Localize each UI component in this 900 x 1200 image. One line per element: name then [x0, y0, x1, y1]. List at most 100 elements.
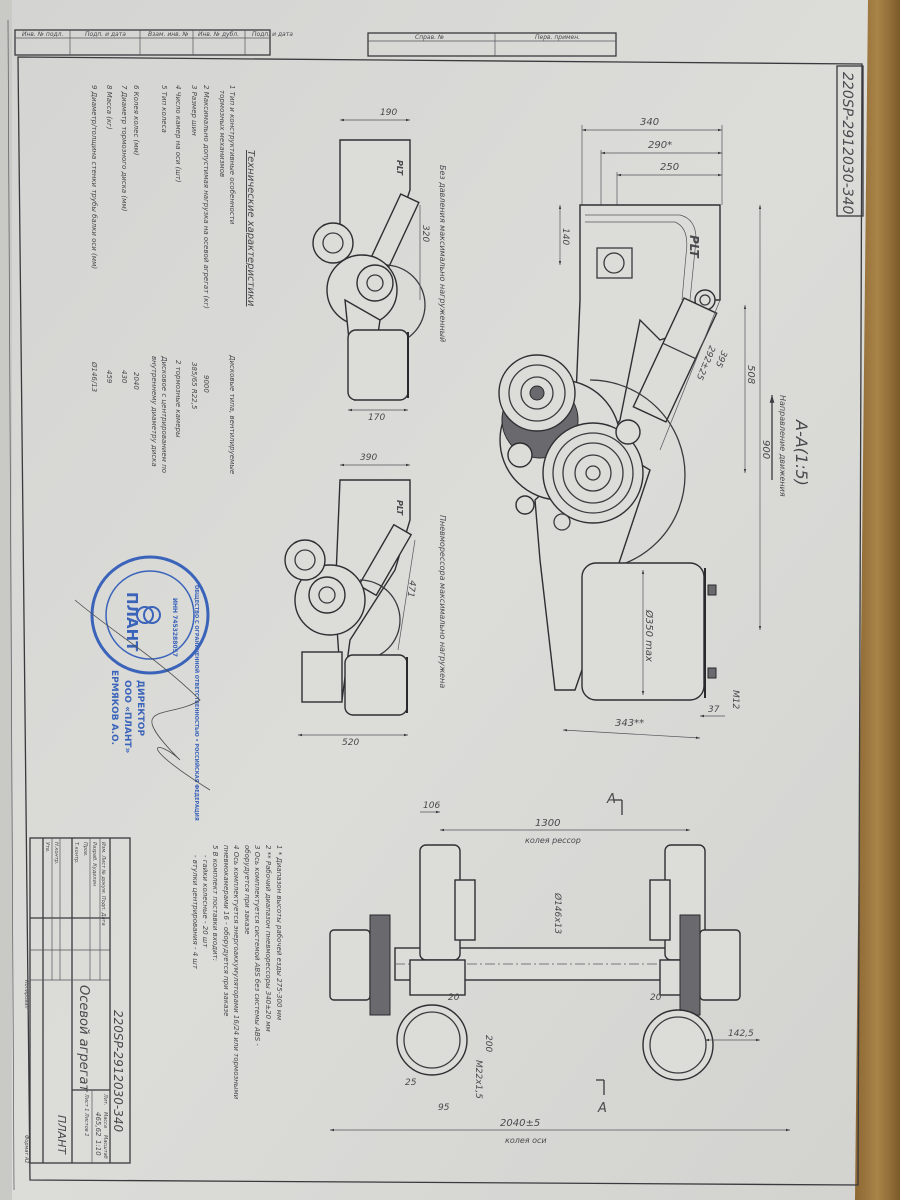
shock-absorber: [632, 297, 718, 423]
dim-106: 106: [423, 801, 440, 811]
pipe-dim: Ø146х13: [552, 892, 563, 934]
copied-label: Копировал: [23, 980, 29, 1009]
section-mark-bottom: A: [597, 1101, 607, 1116]
dim-140: 140: [560, 228, 570, 245]
spec-label: 9 Диаметр/толщина стенки трубы балки оси…: [90, 85, 98, 269]
plt-logo: PLT: [395, 500, 404, 516]
header-table-left: Инв. № подл. Подп. и дата Взам. инв. № И…: [14, 29, 293, 56]
brake-disc: [589, 379, 686, 571]
flange-left: [396, 1004, 468, 1076]
dim-170: 170: [368, 413, 385, 423]
title-block-code: 220SP-2912030-340: [111, 1010, 125, 1132]
note: 2 ** Рабочий диапазон пневморессоры 340±…: [264, 845, 272, 1033]
dim-390: 390: [360, 453, 377, 463]
technical-specifications: Технические характеристики 1 Тип и конст…: [90, 85, 256, 474]
spec-value: внутреннему диаметру диска: [150, 356, 158, 467]
title-block-scale: 1:10: [94, 1140, 102, 1156]
dim-520: 520: [342, 738, 359, 748]
spec-value: 9000: [202, 375, 210, 393]
title-block-company: ПЛАНТ: [55, 1115, 68, 1155]
title-block-name: Осевой агрегат: [76, 985, 91, 1092]
view-caption: Пневморессора максимально нагружена: [438, 515, 447, 688]
stamp-ring-text: ОБЩЕСТВО С ОГРАНИЧЕННОЙ ОТВЕТСТВЕННОСТЬЮ…: [193, 585, 201, 821]
spec-value: 385/65 R22,5: [190, 362, 198, 410]
flange-right: [642, 1009, 714, 1081]
format-label: Формат A2: [23, 1135, 29, 1163]
dim-350: Ø350 max: [643, 609, 655, 662]
stamp-name: ЕРМЯКОВ А.О.: [109, 670, 119, 745]
spec-label: 2 Максимально допустимая нагрузка на осе…: [202, 85, 210, 309]
spec-label: тормозных механизмов: [218, 90, 226, 177]
dim-1300: 1300: [535, 818, 560, 829]
header-cell: Взам. инв. №: [148, 31, 189, 38]
spec-label: 7 Диаметр тормозного диска (мм): [120, 85, 128, 212]
note: 5 В комплект поставки входит:: [211, 845, 219, 961]
signature: [74, 599, 211, 791]
view-unloaded: Без давления максимально нагруженный 190…: [312, 108, 447, 423]
stamp-inn: ИНН 7453288057: [171, 598, 178, 657]
title-block-sheet: Лист 1 Листов 2: [83, 1093, 89, 1136]
hub: [542, 422, 644, 524]
header-cell: Подп. и дата: [252, 31, 293, 38]
dim-471: 471: [405, 580, 417, 598]
note: - гайки колесные - 20 шт: [201, 855, 209, 948]
dim-290: 290*: [648, 140, 672, 151]
note: - втулки центрирования - 4 шт: [191, 855, 199, 970]
document-code: 220SP-2912030-340: [839, 72, 855, 215]
company-stamp: ОБЩЕСТВО С ОГРАНИЧЕННОЙ ОТВЕТСТВЕННОСТЬЮ…: [74, 555, 211, 821]
note: 4 Ось комплектуется энергоаккумуляторами…: [232, 845, 240, 1100]
drawing-frame: [17, 56, 863, 1186]
dim-m12: M12: [730, 690, 740, 709]
title-block-col: Лит.: [102, 1093, 108, 1106]
dim-190: 190: [380, 108, 397, 118]
dim-508: 508: [745, 365, 756, 384]
view-caption: Без давления максимально нагруженный: [438, 165, 447, 342]
axle-top-view: A A 106 1300 колея рессор Ø146х13 20 20 …: [329, 792, 790, 1145]
spec-value: Ø146/13: [90, 361, 98, 392]
note: оборудуется при заказе: [243, 845, 251, 934]
direction-label: Направление движения: [778, 395, 787, 497]
spec-label: 4 Число камер на оси (шт): [174, 85, 182, 183]
main-section-view: А-А(1:5) Направление движения 340 290* 2…: [498, 117, 811, 740]
stamp-org: ООО «ПЛАНТ»: [122, 680, 132, 754]
title-block-col: Масштаб: [102, 1135, 108, 1159]
title-block-col: Масса: [102, 1112, 108, 1128]
title-block-row: Изм. Лист № докум. Подп. Дата: [100, 842, 106, 926]
plt-logo: PLT: [687, 235, 701, 258]
header-cell: Справ. №: [415, 34, 444, 41]
stamp-company: ПЛАНТ: [123, 592, 141, 652]
header-cell: Инв. № дубл.: [198, 31, 239, 38]
note: 1 * Диапазон высоты рабочей езды 275-300…: [275, 845, 283, 1021]
spec-value: 459: [105, 370, 113, 384]
track-springs-label: колея рессор: [525, 836, 581, 845]
specs-title: Технические характеристики: [245, 150, 256, 307]
stamp-director: ДИРЕКТОР: [135, 680, 145, 736]
spec-label: 5 Тип колеса: [160, 85, 168, 133]
spec-value: 2 тормозные камеры: [174, 360, 182, 438]
spec-label: 3 Размер шин: [190, 85, 198, 136]
header-cell: Инв. № подл.: [22, 31, 63, 38]
thread-dim: M22x1,5: [473, 1060, 483, 1099]
dim-20: 20: [650, 993, 662, 1003]
drawing-notes: 1 * Диапазон высоты рабочей езды 275-300…: [191, 845, 283, 1100]
dim-200: 200: [483, 1035, 493, 1052]
dim-25: 25: [405, 1078, 417, 1088]
hub-right: [699, 929, 741, 1001]
spec-value: Дисковое с центрированием по: [160, 355, 168, 473]
dim-2040: 2040±5: [500, 1118, 540, 1129]
header-table-right: Справ. № Перв. примен.: [367, 32, 617, 57]
plt-logo: PLT: [395, 160, 404, 176]
header-cell: Подп. и дата: [85, 31, 126, 38]
spec-value: 2040: [132, 372, 140, 390]
dim-250: 250: [660, 162, 679, 173]
spec-value: Дисковые типа, вентилируемые: [228, 354, 236, 474]
title-block-mass: 465,62: [94, 1112, 102, 1137]
dim-142-5: 142,5: [728, 1029, 754, 1039]
dim-320: 320: [420, 225, 430, 242]
section-mark-top: A: [606, 792, 616, 807]
dim-95: 95: [438, 1103, 450, 1113]
spec-value: 430: [120, 370, 128, 384]
spec-label: 6 Колея колес (мм): [132, 85, 140, 156]
